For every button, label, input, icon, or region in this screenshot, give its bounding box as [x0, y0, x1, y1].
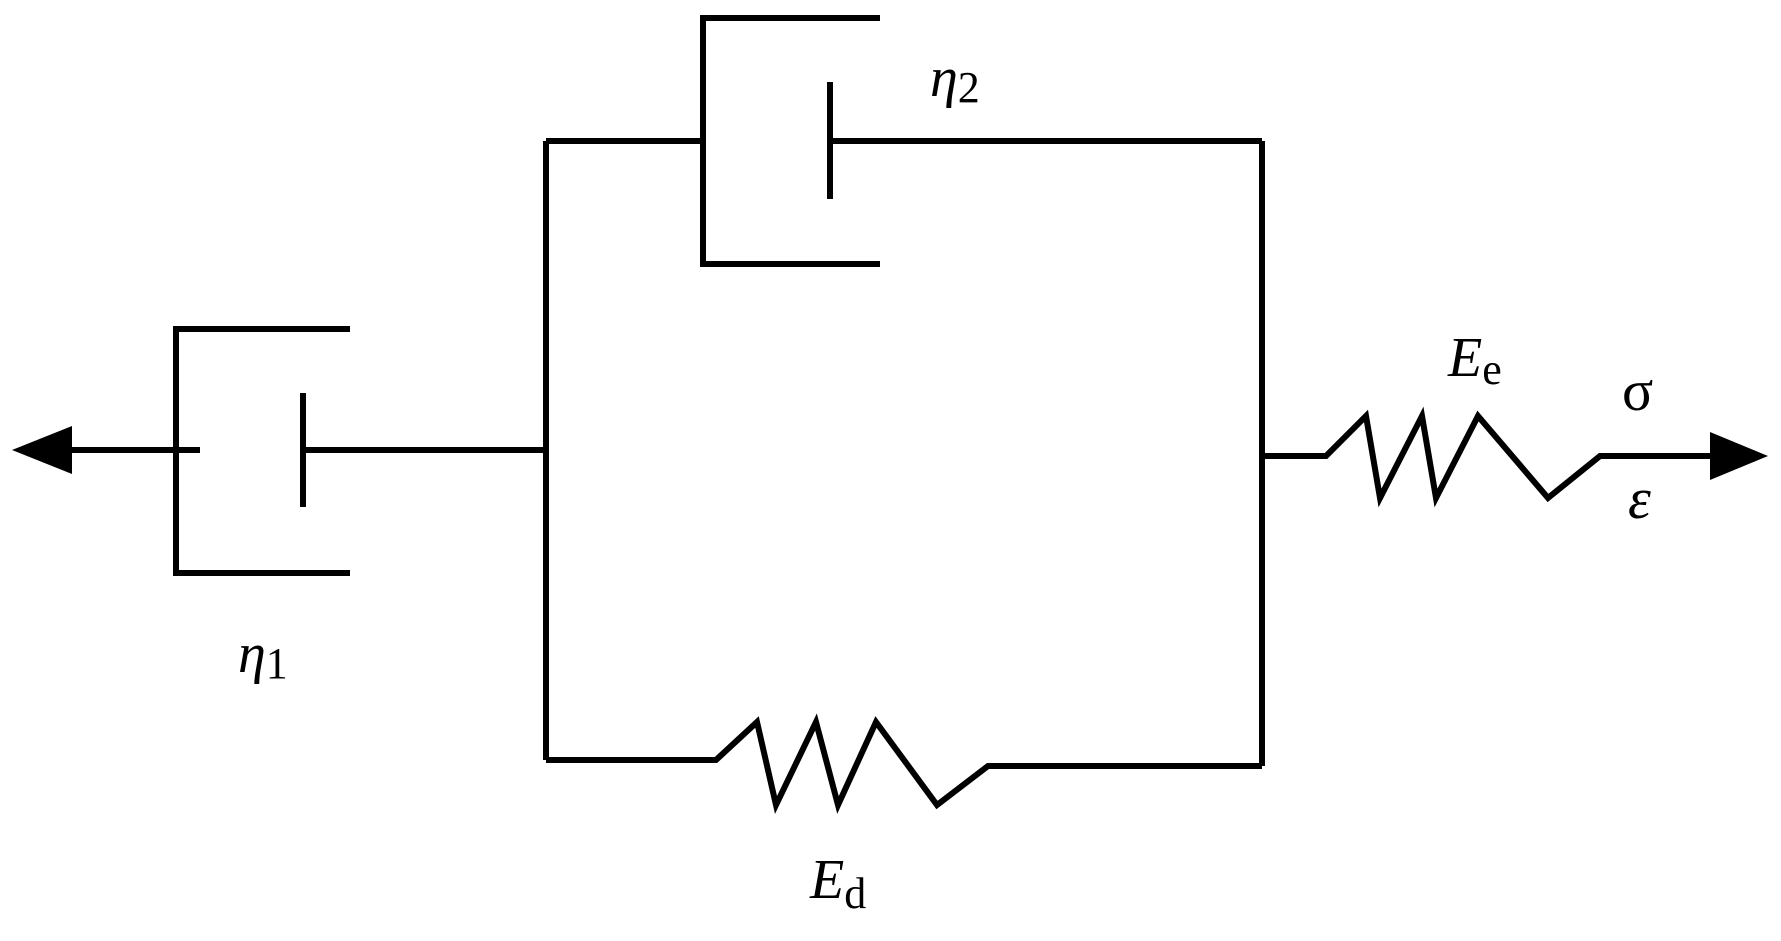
label-eta2: η2	[930, 47, 980, 112]
label-eta1-symbol: η	[238, 623, 266, 685]
label-eta1: η1	[238, 623, 288, 688]
label-eta1-subscript: 1	[266, 639, 288, 688]
label-Ed: Ed	[809, 849, 866, 918]
left-arrow	[12, 426, 200, 474]
dashpot-eta2	[546, 15, 1262, 267]
right-arrow	[1710, 432, 1768, 480]
spring-Ed	[546, 713, 1262, 815]
label-eta2-subscript: 2	[958, 63, 980, 112]
label-Ee: Ee	[1447, 327, 1502, 394]
label-Ed-subscript: d	[844, 869, 866, 918]
dashpot-eta1	[173, 326, 546, 576]
label-Ee-symbol: E	[1447, 327, 1482, 389]
label-Ee-subscript: e	[1482, 345, 1502, 394]
label-stress-sigma: σ	[1622, 358, 1653, 423]
spring-Ee	[1262, 406, 1745, 508]
label-eta2-symbol: η	[930, 47, 958, 109]
label-strain-epsilon: ε	[1628, 466, 1651, 531]
label-Ed-symbol: E	[809, 849, 844, 911]
